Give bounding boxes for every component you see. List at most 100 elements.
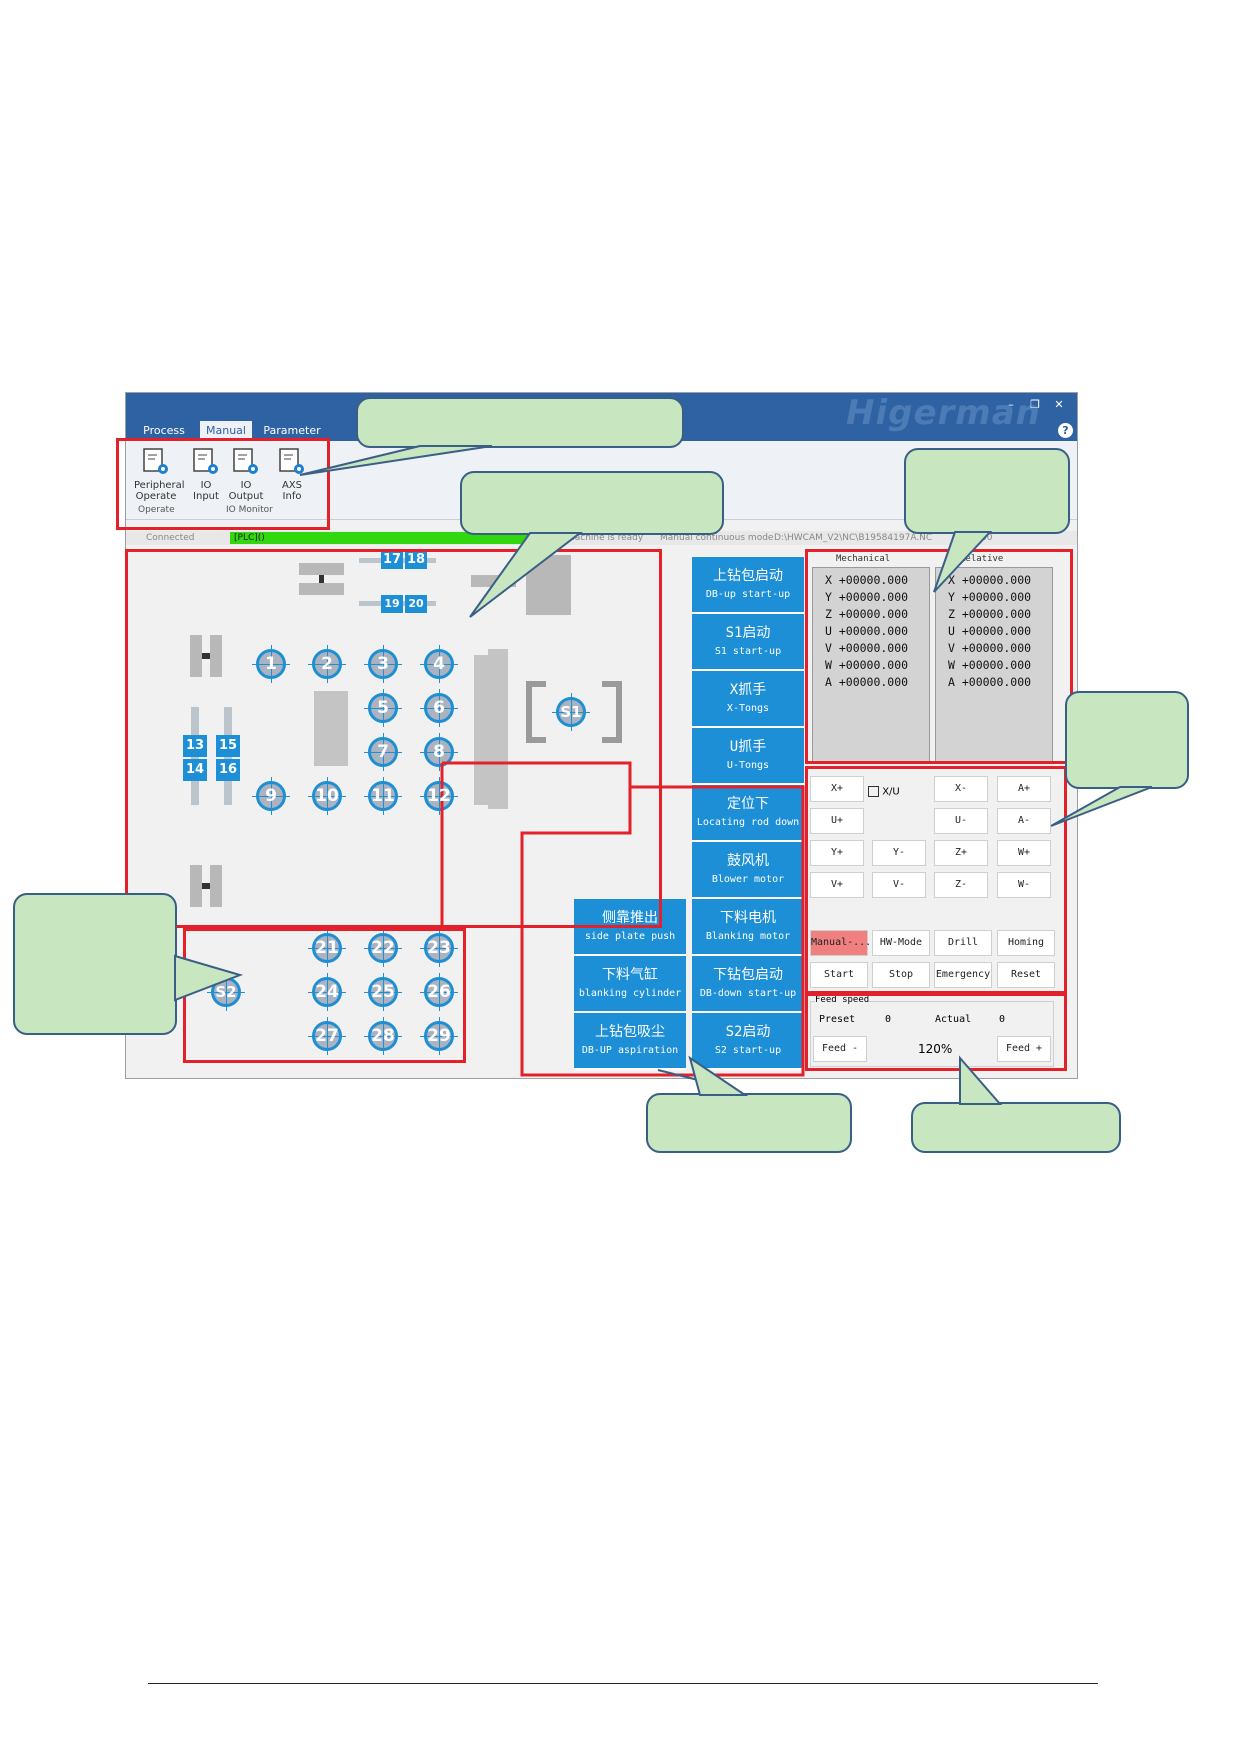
- tab-process[interactable]: Process: [143, 424, 185, 437]
- minimize-icon[interactable]: –: [1008, 398, 1014, 411]
- jog-v-minus-button[interactable]: V-: [872, 872, 926, 898]
- hw-mode-button[interactable]: HW-Mode: [872, 930, 930, 956]
- drill-2[interactable]: 2: [308, 645, 346, 683]
- restore-icon[interactable]: ❐: [1030, 398, 1040, 411]
- cylinder-16[interactable]: 16: [216, 759, 240, 781]
- cylinder-20[interactable]: 20: [405, 595, 427, 613]
- stop-button[interactable]: Stop: [872, 962, 930, 988]
- jog-x-plus-button[interactable]: X+: [810, 776, 864, 802]
- callout-bubble: [356, 397, 684, 448]
- tab-manual[interactable]: Manual: [200, 421, 252, 441]
- drill-26[interactable]: 26: [420, 973, 458, 1011]
- cylinder-18[interactable]: 18: [405, 551, 427, 569]
- drill-29[interactable]: 29: [420, 1017, 458, 1055]
- emergency-button[interactable]: Emergency: [934, 962, 992, 988]
- feed-speed-legend: Feed speed: [815, 995, 870, 1005]
- cylinder-15[interactable]: 15: [216, 735, 240, 757]
- jog-u-plus-button[interactable]: U+: [810, 808, 864, 834]
- jog-u-minus-button[interactable]: U-: [934, 808, 988, 834]
- jog-v-plus-button[interactable]: V+: [810, 872, 864, 898]
- ribbon-label: Peripheral: [134, 480, 185, 491]
- cylinder-14[interactable]: 14: [183, 759, 207, 781]
- block: [314, 691, 348, 766]
- drill-1[interactable]: 1: [252, 645, 290, 683]
- jog-z-minus-button[interactable]: Z-: [934, 872, 988, 898]
- drill-10[interactable]: 10: [308, 777, 346, 815]
- jog-w-plus-button[interactable]: W+: [997, 840, 1051, 866]
- block: [488, 649, 508, 809]
- spindle-s1[interactable]: S1: [552, 693, 590, 731]
- drill-4[interactable]: 4: [420, 645, 458, 683]
- clamp-pin: [319, 575, 324, 583]
- clamp: [210, 865, 222, 907]
- cylinder-17[interactable]: 17: [381, 551, 403, 569]
- relative-coords: X +00000.000 Y +00000.000 Z +00000.000 U…: [935, 567, 1053, 763]
- drill-24[interactable]: 24: [308, 973, 346, 1011]
- homing-button[interactable]: Homing: [997, 930, 1055, 956]
- help-icon[interactable]: ?: [1058, 423, 1073, 438]
- cylinder-19[interactable]: 19: [381, 595, 403, 613]
- drill-22[interactable]: 22: [364, 929, 402, 967]
- coord-v: V +00000.000: [948, 641, 1032, 655]
- cylinder-13[interactable]: 13: [183, 735, 207, 757]
- ribbon-label: IO: [240, 480, 252, 491]
- ribbon-label: Info: [282, 491, 302, 502]
- drill-21[interactable]: 21: [308, 929, 346, 967]
- start-button[interactable]: Start: [810, 962, 868, 988]
- group-io-monitor: IO Monitor: [226, 505, 273, 515]
- clamp: [299, 563, 344, 575]
- callout-tail: [657, 1069, 699, 1081]
- connection-status: Connected: [146, 533, 195, 543]
- jog-y-minus-button[interactable]: Y-: [872, 840, 926, 866]
- drill-9[interactable]: 9: [252, 777, 290, 815]
- gear-doc-icon: [279, 448, 304, 474]
- jog-a-minus-button[interactable]: A-: [997, 808, 1051, 834]
- drill-3[interactable]: 3: [364, 645, 402, 683]
- coord-w: W +00000.000: [825, 658, 909, 672]
- tab-parameter[interactable]: Parameter: [263, 424, 321, 437]
- drill-11[interactable]: 11: [364, 777, 402, 815]
- drill-6[interactable]: 6: [420, 689, 458, 727]
- feed-speed-panel: Feed speed Preset 0 Actual 0 Feed - 120%…: [810, 995, 1054, 1067]
- block: [474, 655, 488, 805]
- preset-label: Preset: [819, 1014, 856, 1025]
- drill-23[interactable]: 23: [420, 929, 458, 967]
- manual-mode-button[interactable]: Manual-...: [810, 930, 871, 956]
- drill-25[interactable]: 25: [364, 973, 402, 1011]
- close-icon[interactable]: ✕: [1054, 398, 1064, 411]
- jog-a-plus-button[interactable]: A+: [997, 776, 1051, 802]
- reset-button[interactable]: Reset: [997, 962, 1055, 988]
- xu-checkbox[interactable]: [868, 786, 879, 797]
- drill-5[interactable]: 5: [364, 689, 402, 727]
- preset-value: 0: [885, 1014, 892, 1025]
- jog-x-minus-button[interactable]: X-: [934, 776, 988, 802]
- jog-w-minus-button[interactable]: W-: [997, 872, 1051, 898]
- jog-z-plus-button[interactable]: Z+: [934, 840, 988, 866]
- drill-7[interactable]: 7: [364, 733, 402, 771]
- drill-28[interactable]: 28: [364, 1017, 402, 1055]
- drill-12[interactable]: 12: [420, 777, 458, 815]
- jog-y-plus-button[interactable]: Y+: [810, 840, 864, 866]
- spindle-s2[interactable]: S2: [207, 973, 245, 1011]
- actual-label: Actual: [935, 1014, 972, 1025]
- feed-minus-button[interactable]: Feed -: [813, 1036, 867, 1062]
- xu-toggle[interactable]: X/U: [868, 786, 900, 798]
- feed-plus-button[interactable]: Feed +: [997, 1036, 1051, 1062]
- clamp-pin: [202, 883, 210, 889]
- drill-27[interactable]: 27: [308, 1017, 346, 1055]
